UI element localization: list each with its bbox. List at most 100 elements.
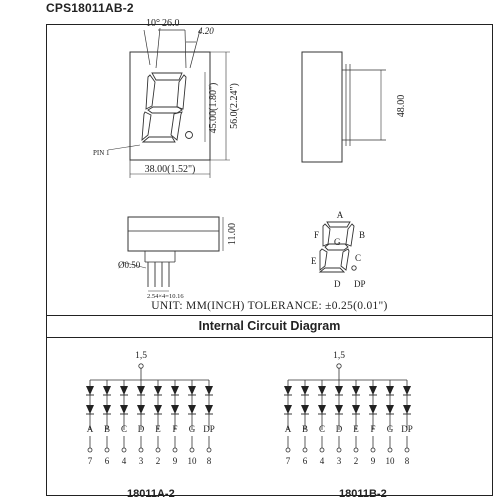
right-segment-label: A: [285, 424, 292, 434]
right-diode-7-1: [403, 405, 411, 414]
left-pin-number: 6: [105, 456, 110, 466]
bottom-height-label: 11.00: [227, 223, 238, 245]
right-pin-number: 3: [337, 456, 342, 466]
left-pin-number: 7: [88, 456, 93, 466]
right-diode-4-0: [352, 386, 360, 395]
right-pin-number: 8: [405, 456, 410, 466]
right-common-terminal: [336, 363, 342, 369]
seg-label-b: B: [359, 230, 365, 240]
right-circuit-caption: 18011B-2: [339, 488, 387, 500]
right-diode-5-0: [369, 386, 377, 395]
part-number-header: CPS18011AB-2: [46, 1, 134, 15]
left-pin-number: 3: [139, 456, 144, 466]
right-diode-2-0: [318, 386, 326, 395]
right-diode-6-0: [386, 386, 394, 395]
right-pin-terminal: [353, 447, 359, 453]
left-diode-2-0: [120, 386, 128, 395]
left-diode-7-1: [205, 405, 213, 414]
left-segment-label: A: [87, 424, 94, 434]
right-pin-number: 10: [386, 456, 396, 466]
bottom-view: 11.00 Ø0.50 2.54×4=10.16: [118, 216, 238, 300]
right-diode-7-0: [403, 386, 411, 395]
seg-label-e: E: [311, 256, 317, 266]
right-diode-1-1: [301, 405, 309, 414]
left-pin-number: 10: [188, 456, 198, 466]
left-diode-5-1: [171, 405, 179, 414]
body-height-label: 56.0(2.24"): [229, 83, 240, 129]
right-segment-label: D: [336, 424, 343, 434]
section-title: Internal Circuit Diagram: [198, 319, 341, 333]
left-diode-1-1: [103, 405, 111, 414]
left-pin-terminal: [121, 447, 127, 453]
left-diode-1-0: [103, 386, 111, 395]
left-pin-terminal: [155, 447, 161, 453]
side-view: 48.00: [301, 51, 407, 163]
right-segment-label: F: [370, 424, 375, 434]
right-diode-0-1: [284, 405, 292, 414]
left-common-terminal: [138, 363, 144, 369]
pin-pitch-label: 2.54×4=10.16: [147, 293, 184, 300]
body-width-label: 38.00(1.52"): [145, 164, 196, 175]
left-diode-0-1: [86, 405, 94, 414]
front-view: 10° 26.0 4.20 45.00(1.80") 56.0(2.24") P…: [93, 18, 240, 178]
right-segment-label: B: [302, 424, 308, 434]
right-pin-terminal: [336, 447, 342, 453]
digit-width-label: 26.0: [162, 18, 180, 29]
right-pin-terminal: [319, 447, 325, 453]
right-pin-number: 2: [354, 456, 359, 466]
left-segment-label: D: [138, 424, 145, 434]
left-segment-label: B: [104, 424, 110, 434]
seg-label-a: A: [337, 210, 344, 220]
right-diode-0-0: [284, 386, 292, 395]
right-segment-label: DP: [401, 424, 413, 434]
left-pin-terminal: [206, 447, 212, 453]
seg-label-c: C: [355, 253, 361, 263]
left-pin-terminal: [172, 447, 178, 453]
right-common-pin-label: 1,5: [333, 351, 345, 361]
seg-label-d: D: [334, 279, 341, 289]
right-pin-terminal: [387, 447, 393, 453]
right-diode-3-1: [335, 405, 343, 414]
left-diode-6-0: [188, 386, 196, 395]
left-diode-4-0: [154, 386, 162, 395]
left-segment-label: E: [155, 424, 161, 434]
right-diode-2-1: [318, 405, 326, 414]
left-diode-2-1: [120, 405, 128, 414]
seg-label-f: F: [314, 230, 319, 240]
left-common-pin-label: 1,5: [135, 351, 147, 361]
left-pin-number: 8: [207, 456, 212, 466]
left-diode-5-0: [171, 386, 179, 395]
pin1-label: PIN 1: [93, 149, 110, 157]
left-pin-number: 2: [156, 456, 161, 466]
segment-map: A B C D E F G DP: [311, 210, 366, 289]
digit-outline: [141, 72, 193, 143]
display-body: [129, 51, 211, 161]
seg-label-dp: DP: [354, 279, 366, 289]
right-pin-terminal: [404, 447, 410, 453]
seg-label-g: G: [334, 237, 341, 247]
angle-label: 10°: [146, 18, 160, 29]
tolerance-note: UNIT: MM(INCH) TOLERANCE: ±0.25(0.01"): [151, 300, 388, 312]
right-diode-6-1: [386, 405, 394, 414]
right-segment-label: E: [353, 424, 359, 434]
segment-offset-label: 4.20: [198, 26, 214, 36]
right-segment-label: G: [387, 424, 394, 434]
left-pin-number: 9: [173, 456, 178, 466]
left-diode-0-0: [86, 386, 94, 395]
left-diode-6-1: [188, 405, 196, 414]
right-diode-3-0: [335, 386, 343, 395]
right-diode-5-1: [369, 405, 377, 414]
left-diode-3-1: [137, 405, 145, 414]
right-pin-terminal: [285, 447, 291, 453]
left-diode-7-0: [205, 386, 213, 395]
left-segment-label: G: [189, 424, 196, 434]
right-pin-terminal: [302, 447, 308, 453]
left-pin-number: 4: [122, 456, 127, 466]
left-pin-terminal: [104, 447, 110, 453]
right-diode-4-1: [352, 405, 360, 414]
divider-bottom: [46, 337, 493, 338]
left-diode-3-0: [137, 386, 145, 395]
